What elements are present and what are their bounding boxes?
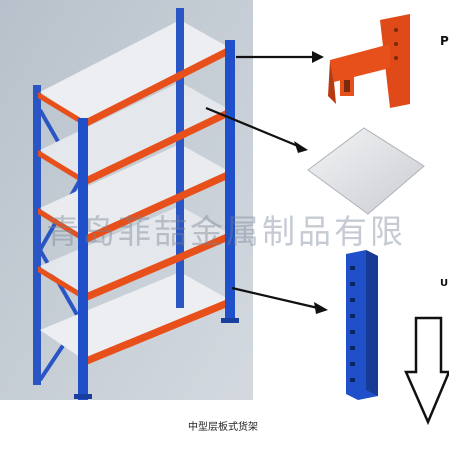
beam-4 xyxy=(84,232,230,302)
diagram-caption: 中型层板式货架 xyxy=(188,422,258,433)
upright-front-right xyxy=(225,40,235,322)
side-letter-u: U xyxy=(440,278,449,289)
shelving-rack xyxy=(33,8,239,400)
upright-back-right xyxy=(176,8,184,308)
watermark-text: 青岛菲喆金属制品有限 xyxy=(46,212,406,251)
front-beams xyxy=(84,46,230,366)
arrow-to-upright xyxy=(231,286,319,310)
blue-upright-post-icon xyxy=(346,250,378,400)
down-arrow-icon xyxy=(404,316,449,426)
beam-1 xyxy=(84,46,230,128)
orange-beam-bracket-icon xyxy=(328,14,410,108)
beam-2 xyxy=(84,108,230,186)
upright-front-left xyxy=(78,118,88,400)
side-beams xyxy=(38,92,84,300)
beam-3 xyxy=(84,170,230,244)
foot-left xyxy=(74,394,92,399)
side-letter-p: P xyxy=(440,34,449,48)
arrow-to-panel xyxy=(205,106,299,148)
foot-right xyxy=(221,318,239,323)
upright-back-left xyxy=(33,85,41,385)
callout-arrows xyxy=(205,51,328,314)
beam-5 xyxy=(84,298,230,366)
steel-panel-icon xyxy=(307,127,425,215)
